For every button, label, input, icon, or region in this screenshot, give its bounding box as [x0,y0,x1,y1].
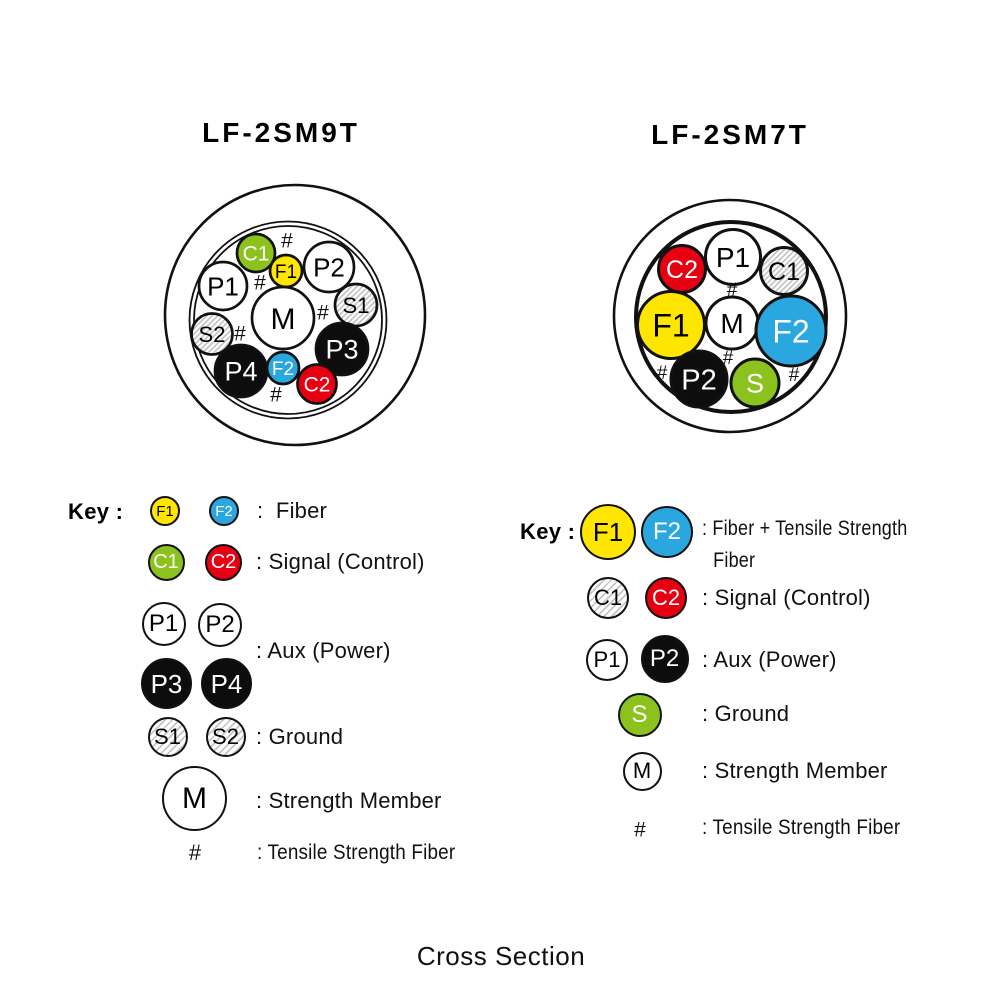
member-label: S1 [343,293,370,318]
key-circle-F2: F2 [641,505,693,558]
key-header: Key : [68,499,124,524]
member-circle-M: M [704,295,760,351]
diagram-title-lf-2sm7t: LF-2SM7T [651,119,809,150]
key-circle-M: M [162,766,227,831]
member-circle-P3: P3 [314,321,370,377]
key-hash-icon: # [634,818,646,842]
key-circle-P4: P4 [201,658,252,709]
tensile-fiber-hash-icon: # [270,384,282,407]
member-label: C2 [666,256,698,284]
diagram-title-lf-2sm9t: LF-2SM9T [202,117,360,148]
member-circle-C1: C1 [235,232,277,274]
member-label: P1 [207,271,239,301]
tensile-fiber-hash-icon: # [727,280,738,301]
member-circle-C2: C2 [657,244,707,294]
member-circle-F2: F2 [754,294,828,368]
member-label: F2 [272,359,294,380]
member-label: F2 [772,314,809,350]
cable-inner-ring [188,220,388,420]
key-circle-S2: S2 [205,717,246,757]
key-circle-P2: P2 [640,634,689,683]
key-circle-P1: P1 [141,601,186,646]
member-circle-P1: P1 [197,260,249,312]
key-row-label: : Aux (Power) [702,647,837,672]
tensile-fiber-hash-icon: # [657,363,668,384]
key-row-label: : Strength Member [256,788,442,813]
member-label: S [746,369,764,399]
member-label: C1 [243,243,270,266]
member-label: M [720,308,743,339]
key-circle-C1: C1 [587,576,629,619]
key-circle-C2: C2 [205,543,242,581]
member-circle-C2: C2 [296,363,338,405]
member-label: P2 [313,252,345,282]
cable-inner-ring [193,225,383,415]
member-label: F1 [652,308,689,344]
member-label: P2 [681,364,716,396]
member-circle-S2: S2 [190,312,234,356]
tensile-fiber-hash-icon: # [281,230,293,253]
figure-caption: Cross Section [416,941,586,971]
tensile-fiber-hash-icon: # [234,323,246,346]
member-circle-M: M [250,285,316,351]
key-row-label: : Ground [702,701,790,726]
key-header: Key : [520,519,576,544]
member-circle-P2: P2 [302,240,356,294]
member-circle-F2: F2 [265,350,301,386]
member-circle-S1: S1 [333,282,379,328]
key-row-label: : Signal (Control) [256,549,425,574]
key-circle-S1: S1 [147,717,188,757]
member-circle-F1: F1 [268,253,304,289]
key-row-label: : Signal (Control) [702,585,871,610]
key-circle-S: S [617,692,662,737]
tensile-fiber-hash-icon: # [723,348,734,369]
key-circle-P1: P1 [586,638,628,681]
tensile-fiber-hash-icon: # [254,272,266,295]
member-label: F1 [275,262,297,283]
key-row-label: : Fiber [257,498,328,523]
member-label: P1 [716,242,750,273]
key-circle-F1: F1 [150,496,180,526]
member-circle-C1: C1 [759,246,809,296]
member-label: P4 [224,357,257,387]
key-row-label: : Aux (Power) [256,638,391,663]
key-circle-P3: P3 [141,658,192,709]
key-circle-P2: P2 [198,603,242,647]
key-row-label: : Tensile Strength Fiber [257,841,456,864]
member-circle-P2: P2 [669,349,729,409]
member-label: M [271,303,296,336]
key-circle-F1: F1 [580,503,636,560]
member-label: S2 [199,322,226,347]
key-row-label: : Strength Member [702,758,888,783]
key-row-label: : Tensile Strength Fiber [702,816,901,839]
key-circle-F2: F2 [209,496,239,526]
member-label: P3 [325,335,358,365]
member-circle-F1: F1 [636,290,706,360]
member-circle-S: S [729,357,781,409]
key-circle-C1: C1 [147,543,185,581]
member-circle-P1: P1 [704,228,762,286]
member-label: C1 [768,258,800,286]
tensile-fiber-hash-icon: # [317,302,329,325]
key-circle-M: M [622,751,662,791]
member-circle-P4: P4 [213,343,269,399]
key-hash-icon: # [188,840,202,865]
tensile-fiber-hash-icon: # [789,365,800,386]
member-label: C2 [304,374,331,397]
cable-inner-ring [634,220,828,414]
key-circle-C2: C2 [645,576,687,619]
key-row-label: : Ground [256,724,344,749]
